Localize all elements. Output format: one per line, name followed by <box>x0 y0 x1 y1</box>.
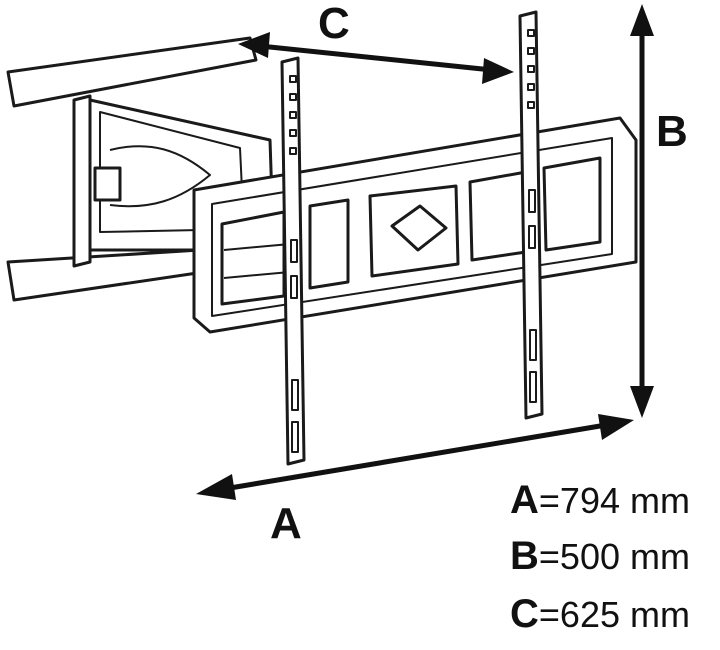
legend-equals: = <box>538 594 560 635</box>
tv-mount-diagram: A B C <box>6 0 688 548</box>
vertical-rail-right <box>518 10 544 420</box>
dimension-c-arrow <box>238 32 514 84</box>
legend-value: 794 mm <box>559 480 690 521</box>
dimension-a-arrow <box>196 414 634 500</box>
legend-value: 625 mm <box>559 594 690 635</box>
legend-key: A <box>510 478 539 522</box>
legend-equals: = <box>538 480 560 521</box>
legend-row-a: A=794 mm <box>510 480 720 530</box>
dimension-label-a: A <box>270 499 302 548</box>
dimension-label-c: C <box>318 0 350 48</box>
dimension-label-b: B <box>656 107 688 156</box>
legend-row-c: C=625 mm <box>510 592 720 650</box>
legend-value: 500 mm <box>559 536 690 577</box>
dimension-b-arrow <box>630 4 654 418</box>
legend-key: C <box>510 592 539 636</box>
vertical-rail-left <box>280 56 306 466</box>
dimension-legend: A=794 mm B=500 mm C=625 mm <box>510 480 720 650</box>
legend-equals: = <box>538 536 560 577</box>
legend-row-b: B=500 mm <box>510 530 720 592</box>
legend-key: B <box>510 534 539 578</box>
